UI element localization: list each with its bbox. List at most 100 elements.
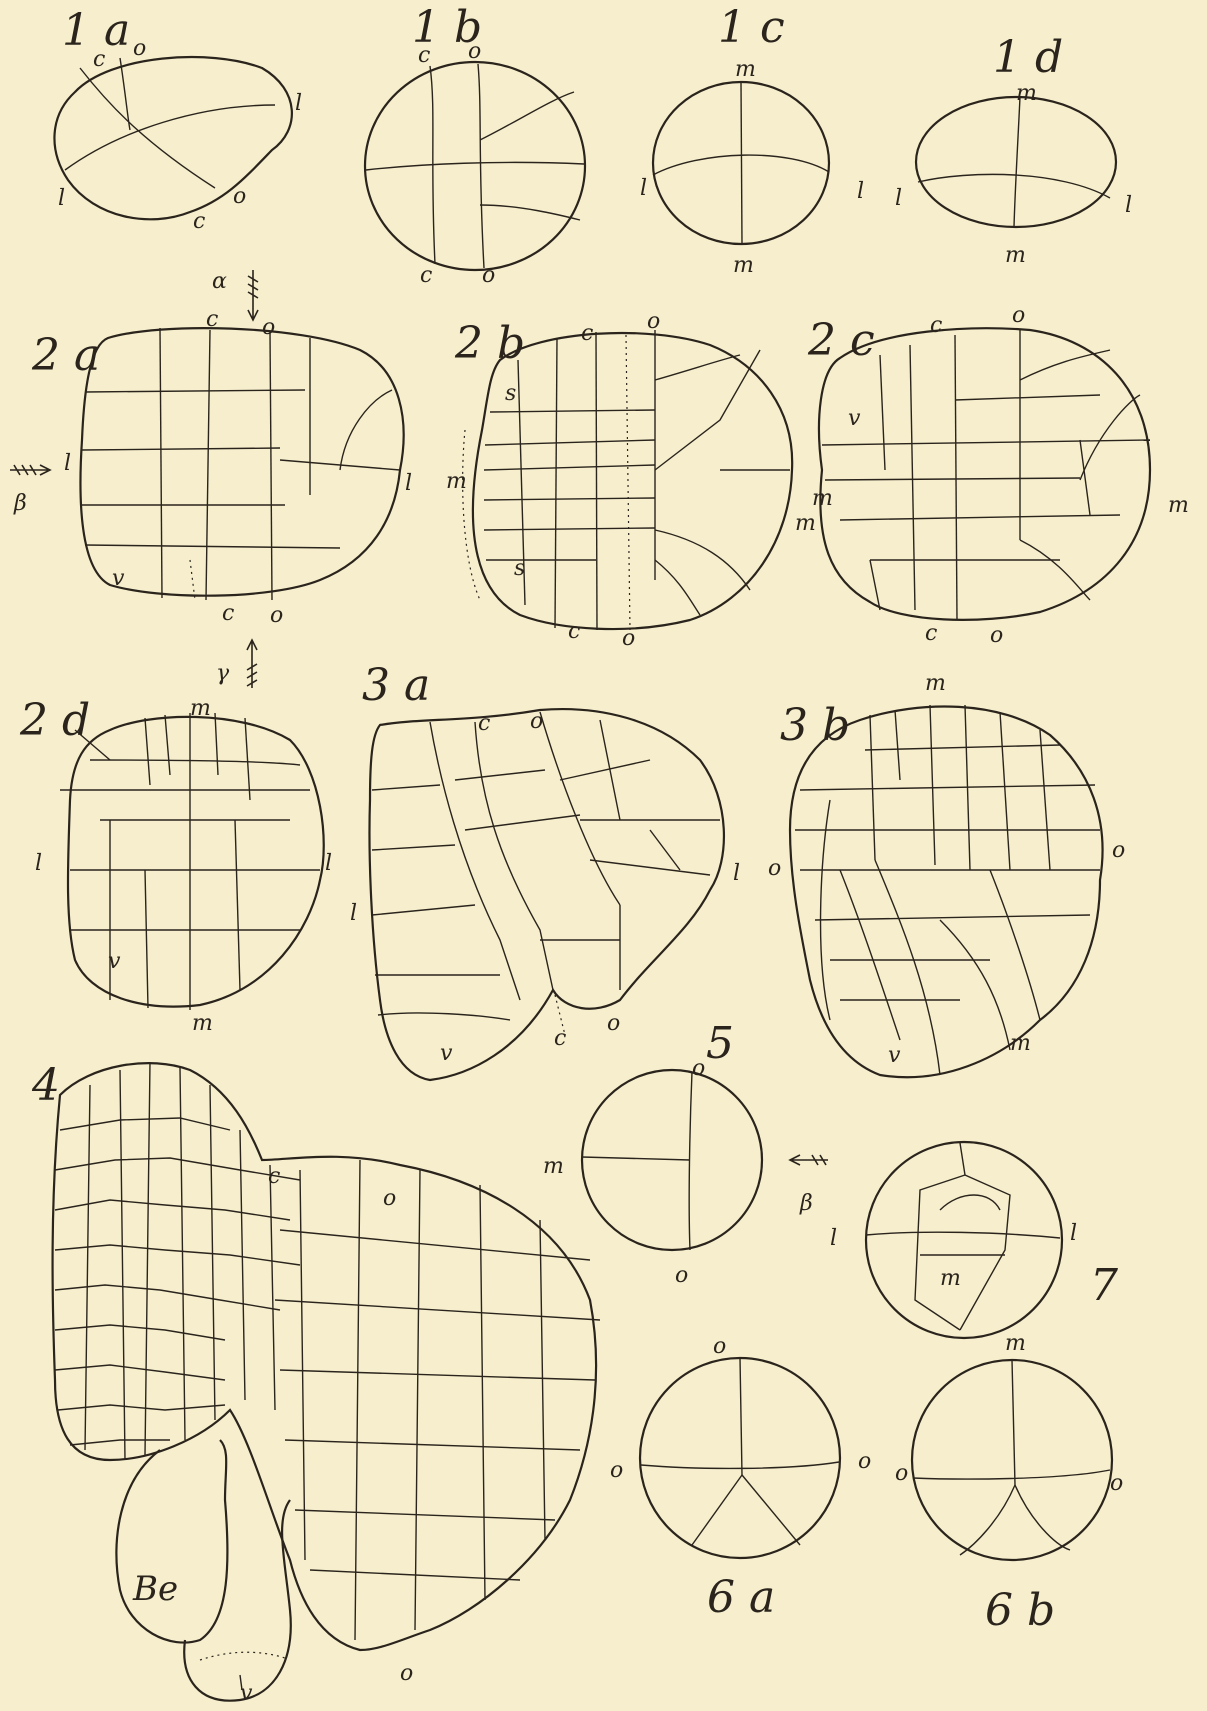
mark: o [400, 1661, 413, 1686]
arrow-beta-2-label: β [799, 1191, 813, 1216]
mark: l [325, 851, 332, 876]
mark: v [888, 1043, 901, 1068]
mark: o [1112, 838, 1125, 863]
figure-1b: 1 b c o c o [365, 2, 585, 288]
mark: v [440, 1041, 453, 1066]
arrow-beta-2: β [790, 1155, 828, 1216]
mark: m [1005, 243, 1026, 268]
mark: o [692, 1056, 705, 1081]
figure-2d: 2 d m l l v m [19, 695, 332, 1036]
figure-7-label: 7 [1090, 1260, 1118, 1311]
mark: o [768, 856, 781, 881]
arrow-gamma-label: γ [216, 661, 230, 686]
mark: c [420, 263, 432, 288]
mark: o [675, 1263, 688, 1288]
figure-3a-label: 3 a [362, 660, 430, 711]
mark: m [733, 253, 754, 278]
mark: l [58, 186, 65, 211]
mark: m [735, 57, 756, 82]
figure-4: 4 c o Be v o [31, 1060, 600, 1706]
mark: o [647, 309, 660, 334]
mark: v [240, 1681, 253, 1706]
mark: o [610, 1458, 623, 1483]
figure-2d-label: 2 d [19, 695, 90, 746]
mark: o [858, 1449, 871, 1474]
mark: l [64, 451, 71, 476]
mark: o [990, 623, 1003, 648]
mark: o [233, 184, 246, 209]
figure-1a: 1 a c o l l o c [54, 5, 302, 234]
mark: s [514, 556, 525, 581]
figure-3a: 3 a c o l l v c o [350, 660, 740, 1080]
figure-1d-label: 1 d [993, 32, 1063, 83]
figure-7: l l m 7 [830, 1142, 1118, 1338]
figure-5-label: 5 [706, 1018, 734, 1069]
mark: c [418, 43, 430, 68]
mark: l [640, 176, 647, 201]
mark: c [478, 711, 490, 736]
mark: c [554, 1026, 566, 1051]
figure-1c-label: 1 c [718, 2, 785, 53]
mark: o [1110, 1471, 1123, 1496]
mark: m [190, 696, 211, 721]
mark: c [930, 313, 942, 338]
figure-3b: 3 b m o o v m [768, 671, 1125, 1077]
arrow-alpha-label: α [212, 269, 227, 294]
figure-2a: 2 a c o l l v c o [31, 307, 412, 628]
figure-1c: 1 c m l l m [640, 2, 864, 278]
mark: v [108, 949, 121, 974]
mark: l [405, 471, 412, 496]
figure-6a: o o o 6 a [610, 1334, 871, 1623]
mark: m [1016, 81, 1037, 106]
mark: s [505, 381, 516, 406]
mark: l [350, 901, 357, 926]
figure-2b-label: 2 b [454, 318, 525, 369]
mark: o [468, 39, 481, 64]
mark: o [383, 1186, 396, 1211]
figure-1d: 1 d m l l m [895, 32, 1132, 268]
mark: m [1010, 1031, 1031, 1056]
mark: m [543, 1154, 564, 1179]
arrow-beta-label: β [13, 491, 27, 516]
figure-5: 5 o m o β [543, 1018, 828, 1288]
mark: o [607, 1011, 620, 1036]
mark: m [1168, 493, 1189, 518]
mark: o [270, 603, 283, 628]
mark: c [93, 47, 105, 72]
mark: o [713, 1334, 726, 1359]
mark: m [446, 469, 467, 494]
arrow-alpha: α [212, 269, 258, 320]
mark: o [482, 263, 495, 288]
mark: c [268, 1164, 280, 1189]
mark: c [222, 601, 234, 626]
mark: v [112, 566, 125, 591]
mark: o [895, 1461, 908, 1486]
mark: o [262, 315, 275, 340]
arrow-beta: β [10, 465, 50, 516]
mark: c [925, 621, 937, 646]
mark: c [193, 209, 205, 234]
mark: l [830, 1226, 837, 1251]
mark-be: Be [132, 1569, 178, 1609]
mark: l [895, 186, 902, 211]
mark: m [795, 511, 816, 536]
mark: l [35, 851, 42, 876]
mark: m [925, 671, 946, 696]
mark: v [848, 406, 861, 431]
arrow-gamma: γ [216, 640, 257, 688]
mark: m [192, 1011, 213, 1036]
figure-6b-label: 6 b [985, 1585, 1055, 1636]
mark: m [940, 1266, 961, 1291]
mark: o [133, 36, 146, 61]
mark: o [622, 626, 635, 651]
mark: l [733, 861, 740, 886]
figure-3b-label: 3 b [780, 700, 850, 751]
figure-6b: m o o 6 b [895, 1331, 1123, 1636]
figure-2b: 2 b c o s m m s c o [446, 309, 816, 651]
mark: m [1005, 1331, 1026, 1356]
mark: o [530, 709, 543, 734]
figure-4-label: 4 [31, 1060, 60, 1111]
mark: l [295, 91, 302, 116]
mark: o [1012, 303, 1025, 328]
